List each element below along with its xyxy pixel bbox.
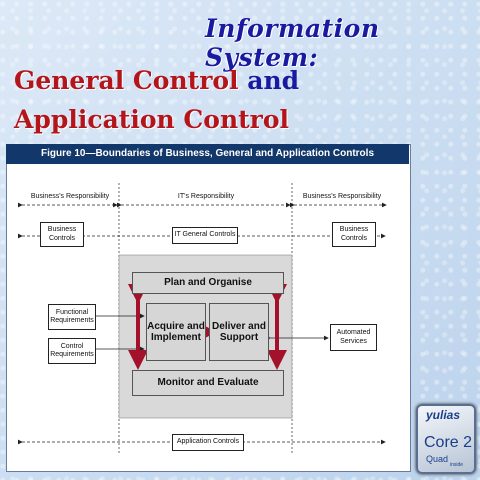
- it-general-controls-box: IT General Controls: [172, 227, 238, 244]
- deliver-support-box: Deliver and Support: [209, 303, 269, 361]
- figure-caption: Figure 10—Boundaries of Business, Genera…: [6, 144, 409, 164]
- logo-tag: inside: [450, 462, 464, 468]
- monitor-evaluate-box: Monitor and Evaluate: [132, 370, 284, 396]
- application-controls-box: Application Controls: [172, 434, 244, 451]
- title-general-control: General Control: [14, 66, 239, 95]
- it-responsibility-label: IT's Responsibility: [177, 193, 235, 200]
- business-controls-right-box: Business Controls: [332, 222, 376, 247]
- left-responsibility-label: Business's Responsibility: [30, 193, 110, 200]
- slide-title: Information System:: [205, 14, 380, 72]
- logo-variant: Quad: [426, 454, 449, 464]
- slide-subtitle: General Control and Application Control: [14, 62, 299, 140]
- functional-requirements-box: Functional Requirements: [48, 304, 96, 330]
- title-application-control: Application Control: [14, 104, 290, 134]
- core2-quad-logo: yulias Core 2 Quad inside: [416, 404, 476, 474]
- control-requirements-box: Control Requirements: [48, 338, 96, 364]
- logo-product: Core 2: [424, 434, 473, 451]
- business-controls-left-box: Business Controls: [40, 222, 84, 247]
- acquire-implement-box: Acquire and Implement: [146, 303, 206, 361]
- right-responsibility-label: Business's Responsibility: [302, 193, 382, 200]
- logo-brand: yulias: [426, 408, 461, 422]
- plan-organise-box: Plan and Organise: [132, 272, 284, 294]
- title-and: and: [247, 66, 300, 95]
- automated-services-box: Automated Services: [330, 324, 377, 351]
